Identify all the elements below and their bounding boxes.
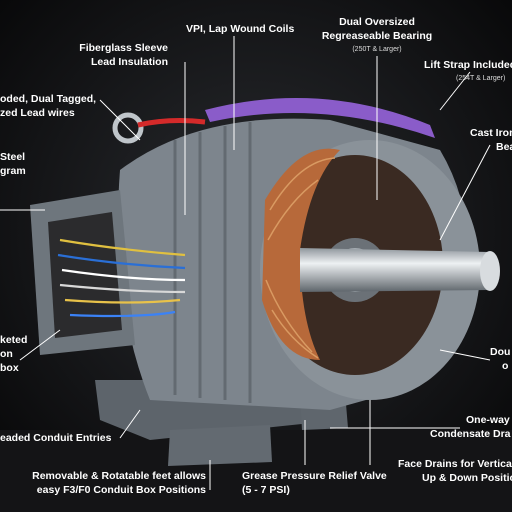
callout-vpi-coils: VPI, Lap Wound Coils bbox=[186, 23, 295, 35]
red-lead-loop bbox=[137, 118, 206, 128]
shaft-end bbox=[480, 251, 500, 291]
callout-gasket-line1: keted bbox=[0, 334, 28, 346]
conduit-box-interior bbox=[48, 212, 122, 338]
callout-bearing-sub: (250T & Larger) bbox=[352, 46, 402, 53]
callout-castiron-line1: Cast Iron bbox=[470, 127, 512, 139]
callout-castiron-line2: Bea bbox=[496, 141, 512, 153]
callout-oneway-line1: One-way bbox=[466, 414, 510, 426]
motor-shaft bbox=[300, 248, 495, 292]
callout-grease-line1: Grease Pressure Relief Valve bbox=[242, 470, 387, 482]
copper-windings bbox=[262, 148, 340, 360]
callout-gasket-line2: on bbox=[0, 348, 13, 360]
callout-fiberglass-line2: Lead Insulation bbox=[90, 56, 168, 68]
lift-eye bbox=[112, 112, 144, 144]
callout-steel-line2: gram bbox=[0, 165, 26, 177]
callout-oneway-line2: Condensate Dra bbox=[430, 428, 511, 440]
callout-bearing-line2: Regreaseable Bearing bbox=[321, 30, 433, 42]
lead-wires bbox=[57, 238, 186, 318]
callout-grease-line2: (5 - 7 PSI) bbox=[242, 484, 290, 496]
callout-bearing-line1: Dual Oversized bbox=[339, 16, 415, 28]
callout-double-line1: Dou bbox=[490, 346, 511, 358]
callout-lift-strap-sub: (254T & Larger) bbox=[456, 75, 506, 82]
callout-conduit-entries: eaded Conduit Entries bbox=[0, 432, 112, 444]
callout-leads-line2: zed Lead wires bbox=[0, 107, 75, 119]
leader-lines bbox=[0, 36, 491, 490]
callout-gasket-line3: box bbox=[0, 362, 19, 374]
callout-drains-line2: Up & Down Positio bbox=[422, 472, 512, 484]
callout-drains-line1: Face Drains for Vertical bbox=[398, 458, 512, 470]
callout-lift-strap: Lift Strap Included bbox=[424, 59, 512, 71]
callout-leads-line1: oded, Dual Tagged, bbox=[0, 93, 97, 105]
callout-steel-line1: Steel bbox=[0, 151, 26, 163]
callout-double-line2: o bbox=[502, 360, 509, 372]
callout-feet-line1: Removable & Rotatable feet allows bbox=[32, 470, 206, 482]
callout-fiberglass-line1: Fiberglass Sleeve bbox=[79, 42, 168, 54]
foot-front bbox=[168, 425, 272, 466]
callout-feet-line2: easy F3/F0 Conduit Box Positions bbox=[36, 484, 206, 496]
winding-strands bbox=[265, 157, 336, 359]
